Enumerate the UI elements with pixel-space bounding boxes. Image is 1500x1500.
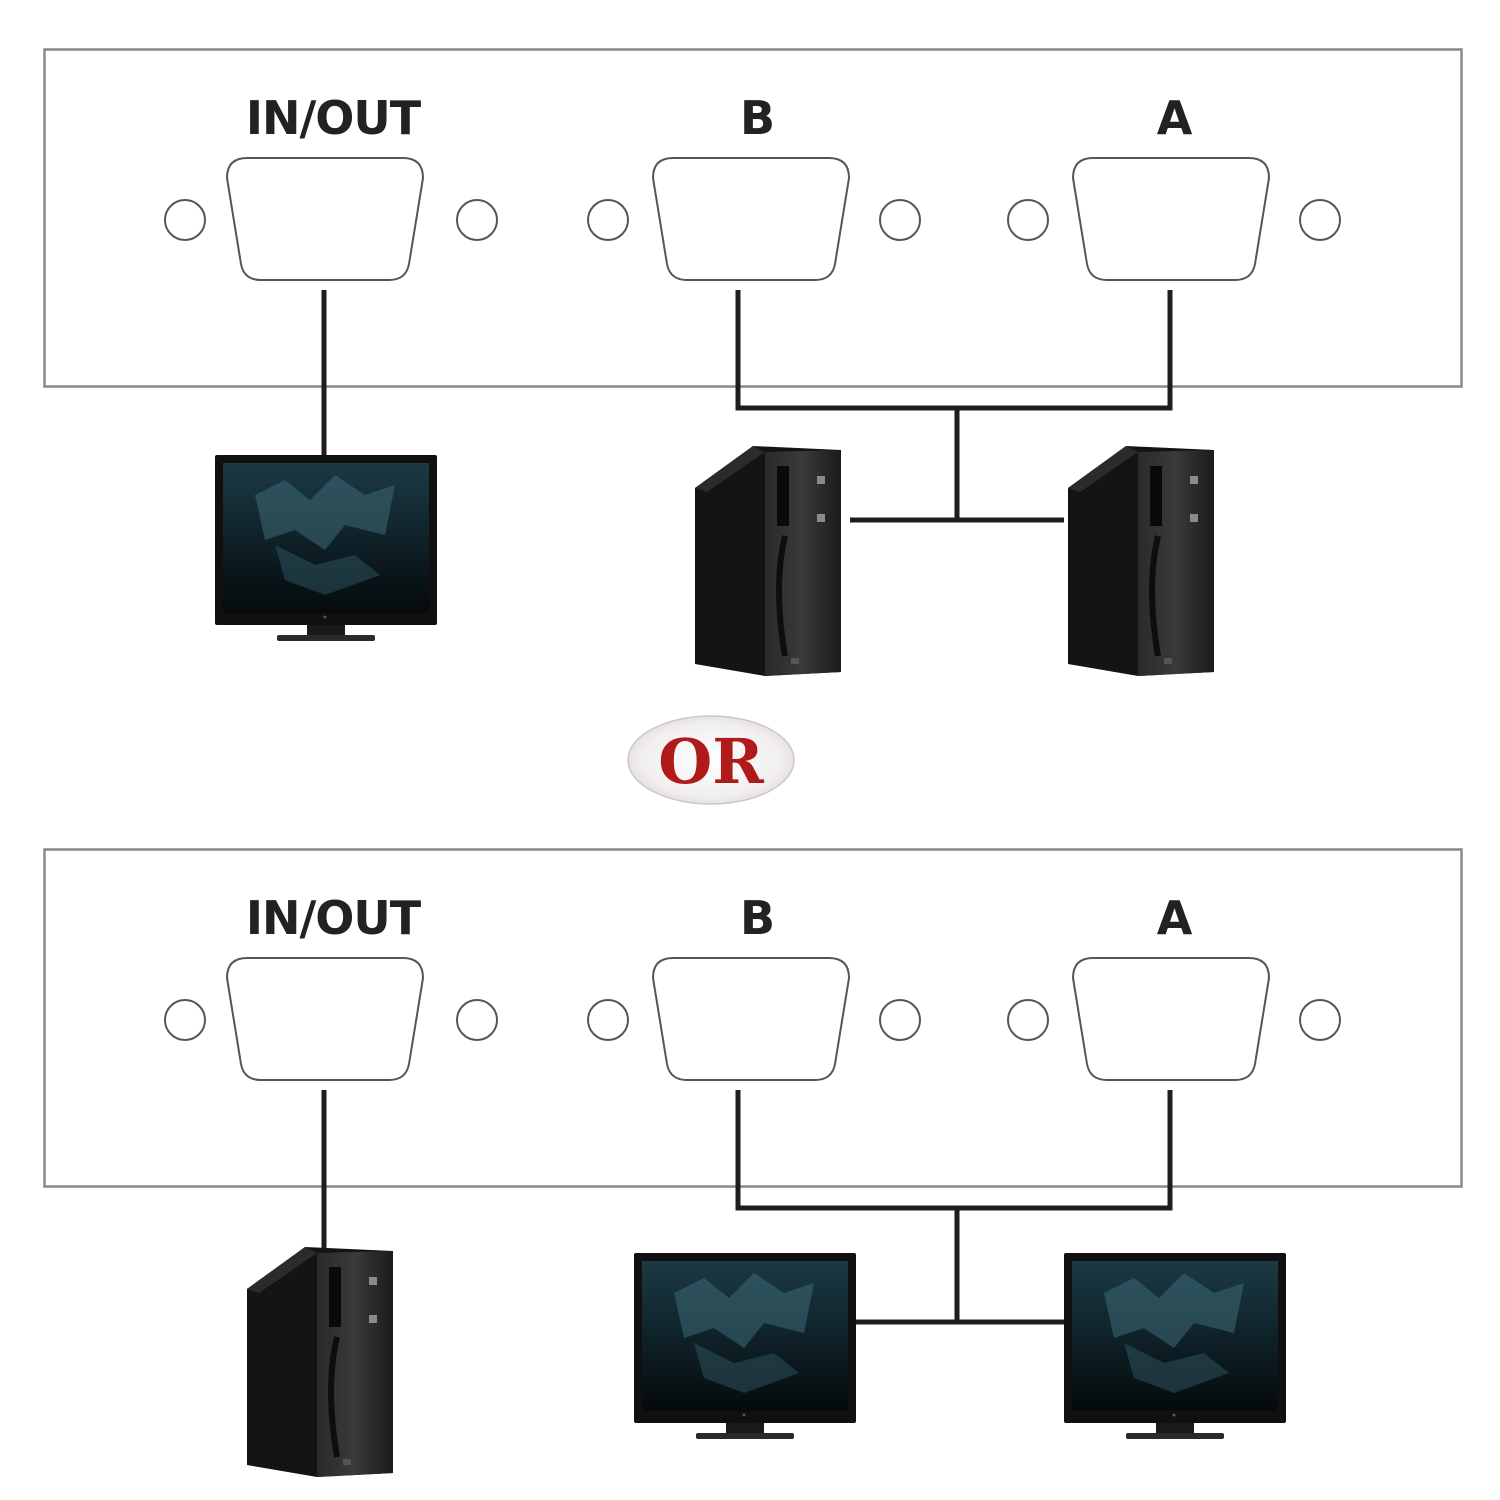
port-label-in-out-bottom: IN/OUT — [246, 891, 422, 945]
monitor-icon — [634, 1253, 856, 1439]
port-label-a-bottom: A — [1157, 891, 1193, 945]
wire-junction-to-pcs — [850, 408, 1064, 523]
pc-top-b — [695, 446, 841, 676]
wires-bottom — [321, 1090, 1173, 1325]
port-label-a-top: A — [1157, 91, 1193, 145]
pc-top-a — [1068, 446, 1214, 676]
monitor-bottom-a — [1064, 1253, 1286, 1439]
pc-bottom-in-out — [247, 1247, 393, 1477]
or-label: OR — [658, 725, 764, 798]
monitor-top-in-out — [215, 455, 437, 641]
port-label-b-bottom: B — [740, 891, 774, 945]
or-divider-badge: OR — [627, 715, 795, 805]
wire-b-a-junction — [735, 290, 1173, 411]
tower-pc-icon — [1068, 446, 1214, 676]
switch-panel-top: IN/OUT B A — [43, 48, 1463, 388]
monitor-icon — [1064, 1253, 1286, 1439]
port-label-in-out-top: IN/OUT — [246, 91, 422, 145]
wires-top — [321, 290, 1173, 523]
wire-junction-to-monitors — [856, 1208, 1064, 1325]
wire-b-a-junction — [735, 1090, 1173, 1211]
monitor-icon — [215, 455, 437, 641]
tower-pc-icon — [695, 446, 841, 676]
switch-panel-bottom: IN/OUT B A — [43, 848, 1463, 1188]
port-label-b-top: B — [740, 91, 774, 145]
tower-pc-icon — [247, 1247, 393, 1477]
monitor-bottom-b — [634, 1253, 856, 1439]
